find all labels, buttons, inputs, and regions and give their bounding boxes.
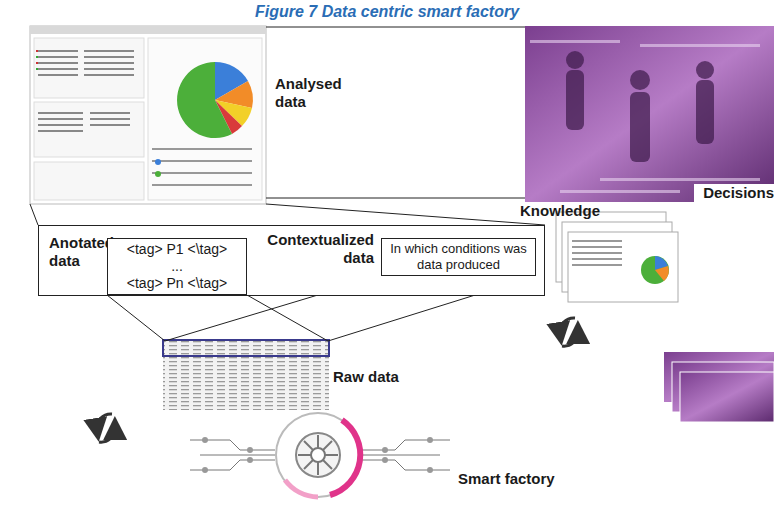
leader-line (107, 295, 165, 341)
section-label: Decisions (694, 184, 774, 202)
decision-images (664, 352, 774, 422)
tag-line: <tag> P1 <\tag> (114, 241, 240, 258)
condition-box: In which conditions was data produced (381, 238, 536, 276)
figure-title: Figure 7 Data centric smart factory (0, 3, 774, 21)
smart-factory-illustration (190, 413, 450, 497)
panel-label: Anotated data (49, 234, 111, 270)
section-label: Analysed data (275, 75, 365, 111)
tag-line: ... (114, 258, 240, 275)
dashboard-screenshot (30, 26, 266, 204)
condition-text: In which conditions was data produced (387, 241, 530, 273)
tag-box: <tag> P1 <\tag>...<tag> Pn <\tag> (107, 238, 247, 295)
decisions-image (525, 26, 774, 202)
section-label: Raw data (333, 368, 403, 386)
data-panel: Anotated data Contextualized data<tag> P1… (38, 225, 545, 296)
knowledge-screens (556, 212, 678, 302)
leader-line (247, 295, 328, 341)
section-label: Smart factory (458, 470, 578, 488)
tag-line: <tag> Pn <\tag> (114, 275, 240, 292)
raw-data-table (163, 340, 329, 410)
zoom-lines (30, 27, 545, 225)
section-label: Knowledge (520, 202, 640, 220)
panel-label: Contextualized data (244, 231, 374, 267)
